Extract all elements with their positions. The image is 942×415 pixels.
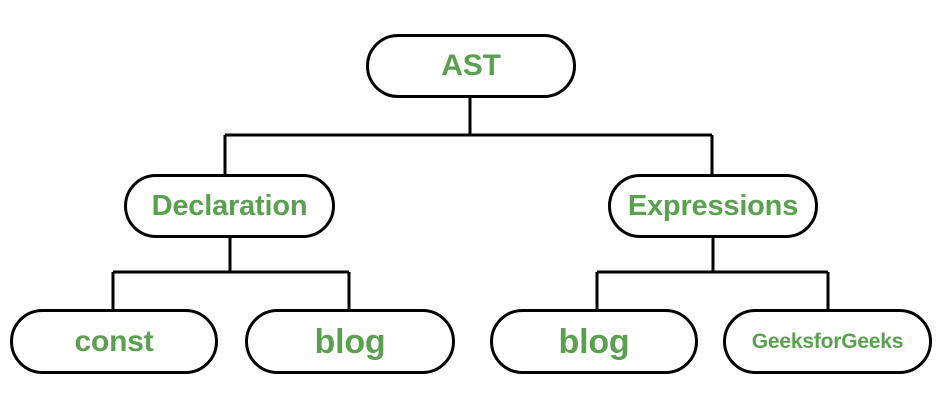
node-geeksforgeeks-label: GeeksforGeeks xyxy=(751,330,904,353)
node-geeksforgeeks[interactable]: GeeksforGeeks xyxy=(723,309,932,374)
node-expressions-label: Expressions xyxy=(627,189,799,222)
node-ast-label: AST xyxy=(441,49,501,82)
node-blog-expressions[interactable]: blog xyxy=(490,309,698,374)
node-ast[interactable]: AST xyxy=(366,34,576,98)
node-blog-expressions-label: blog xyxy=(558,322,630,361)
node-declaration[interactable]: Declaration xyxy=(124,174,335,238)
node-declaration-label: Declaration xyxy=(151,189,308,222)
edge-expressions-to-blog-expressions xyxy=(595,238,828,309)
edge-ast-to-declaration xyxy=(223,97,712,174)
node-blog-declaration[interactable]: blog xyxy=(245,309,455,374)
edge-group xyxy=(111,97,830,309)
edge-declaration-to-const xyxy=(111,238,349,309)
node-expressions[interactable]: Expressions xyxy=(608,174,818,238)
node-const[interactable]: const xyxy=(10,309,218,374)
node-const-label: const xyxy=(74,324,154,358)
node-blog-declaration-label: blog xyxy=(314,322,386,361)
